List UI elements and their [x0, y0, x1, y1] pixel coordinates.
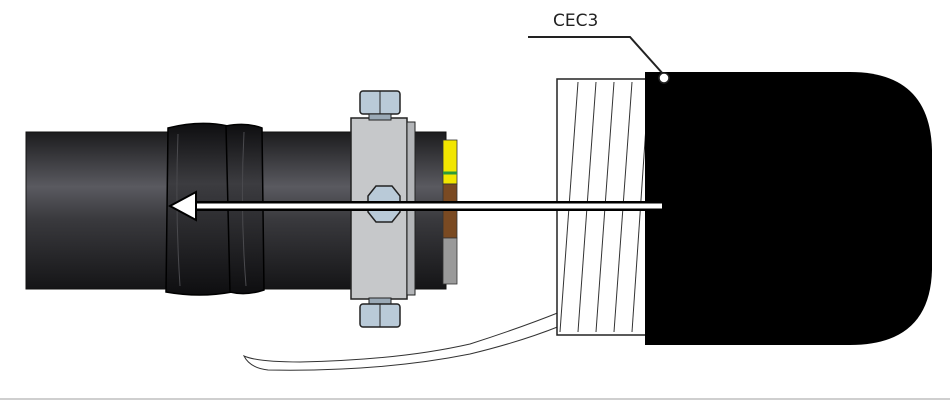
tape-tail	[242, 311, 561, 371]
end-sleeve	[645, 72, 932, 345]
hex-bolt-icon	[359, 297, 401, 328]
ring-yellow	[442, 139, 458, 185]
conductor-rings	[442, 139, 458, 285]
hex-bolt-icon	[359, 90, 401, 121]
callout: CEC3	[528, 11, 670, 84]
ring-grey	[442, 237, 458, 285]
arrow-left-icon	[167, 190, 662, 222]
callout-leader	[528, 36, 665, 76]
callout-dot	[658, 72, 670, 84]
callout-label: CEC3	[553, 11, 598, 31]
